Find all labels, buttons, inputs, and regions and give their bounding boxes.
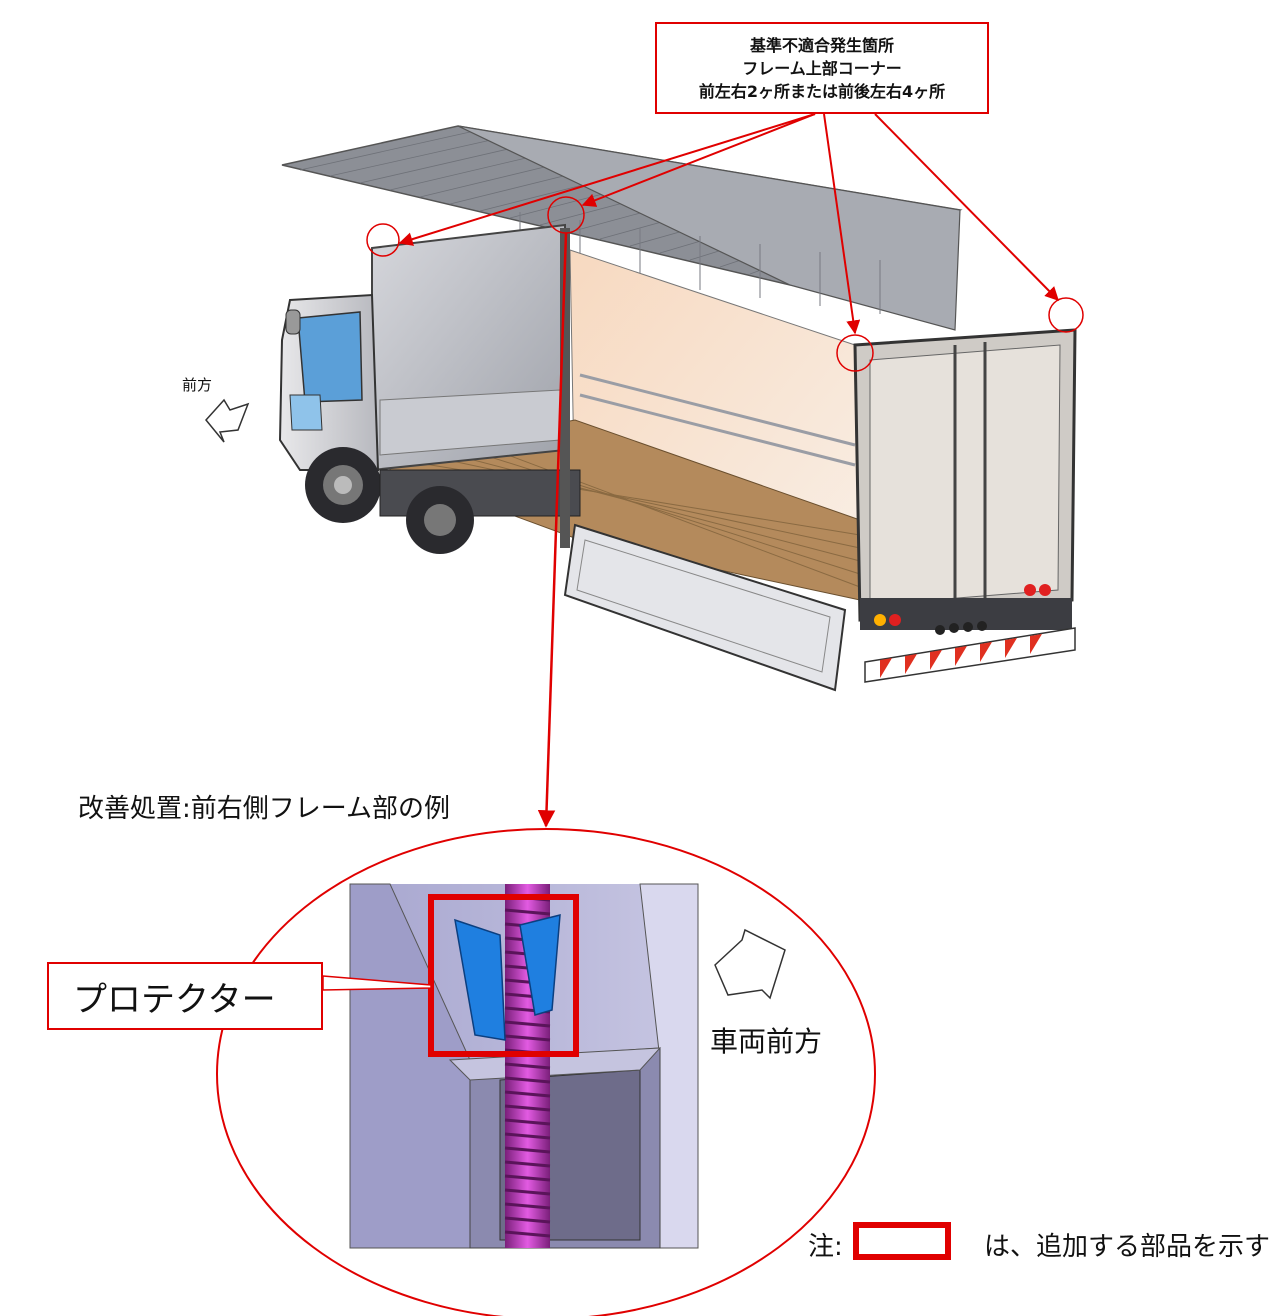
callout-line-1: 基準不適合発生箇所 bbox=[750, 34, 894, 57]
note-text: は、追加する部品を示す bbox=[984, 1226, 1270, 1263]
note-prefix: 注: bbox=[808, 1226, 843, 1263]
protector-label: プロテクター bbox=[73, 972, 276, 1021]
front-direction-arrow-icon bbox=[206, 400, 248, 442]
callout-line-2: フレーム上部コーナー bbox=[742, 57, 902, 80]
problem-location-callout: 基準不適合発生箇所 フレーム上部コーナー 前左右2ヶ所または前後左右4ヶ所 bbox=[655, 22, 989, 114]
callout-line-3: 前左右2ヶ所または前後左右4ヶ所 bbox=[699, 80, 945, 103]
front-label: 前方 bbox=[182, 374, 212, 395]
protector-label-box: プロテクター bbox=[47, 962, 323, 1030]
note-legend-box bbox=[853, 1222, 951, 1260]
vehicle-front-label: 車両前方 bbox=[710, 1020, 822, 1060]
improvement-title: 改善処置:前右側フレーム部の例 bbox=[78, 788, 450, 825]
truck-cab bbox=[280, 295, 381, 523]
rear-door-frame bbox=[855, 330, 1075, 682]
protector-detail-image bbox=[350, 884, 698, 1248]
